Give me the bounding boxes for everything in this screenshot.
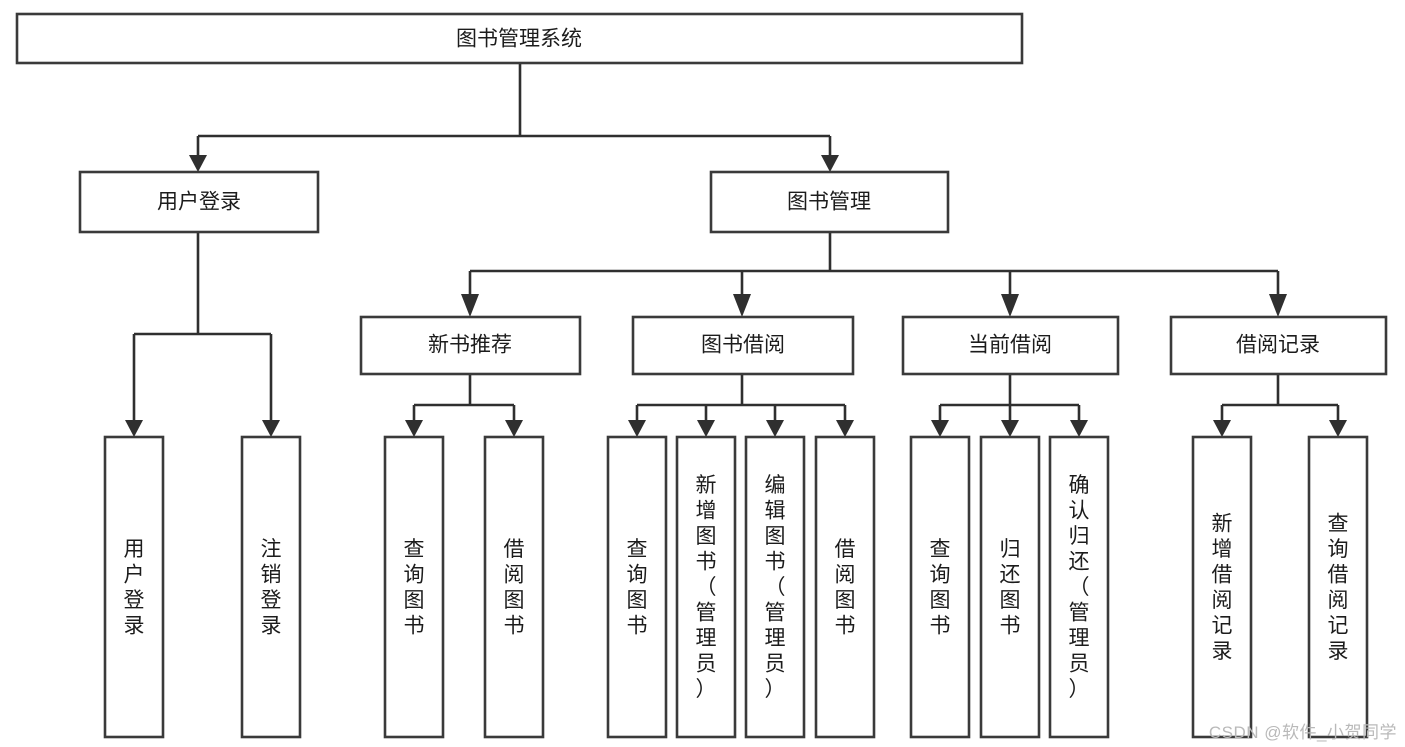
node-leaf-query-book-1-box[interactable] [383, 435, 445, 739]
node-leaf-user-login-box[interactable] [103, 435, 165, 739]
node-new-book-recommend-box[interactable] [359, 315, 582, 376]
arrow-leaf-borrow-book-1 [505, 420, 523, 437]
node-leaf-logout-login[interactable]: 注销登录 [240, 435, 302, 739]
node-borrow-record-label: 借阅记录 [1236, 334, 1320, 357]
node-leaf-add-record-label: 新增借阅记录 [1212, 512, 1233, 663]
node-leaf-confirm-return-label: 确认归还（管理员） [1069, 474, 1090, 701]
node-book-borrow-label: 图书借阅 [701, 334, 785, 357]
node-leaf-edit-book-box[interactable] [744, 435, 806, 739]
node-leaf-query-book-3-label: 查询图书 [930, 538, 951, 638]
node-leaf-borrow-book-2-box[interactable] [814, 435, 876, 739]
arrow-leaf-edit-book [766, 420, 784, 437]
node-book-manage[interactable]: 图书管理 [709, 170, 950, 234]
node-leaf-query-book-1-label: 查询图书 [404, 538, 425, 638]
arrow-leaf-borrow-book-2 [836, 420, 854, 437]
node-leaf-return-book-box[interactable] [979, 435, 1041, 739]
connector-layer [125, 63, 1347, 437]
node-leaf-query-book-3-box[interactable] [909, 435, 971, 739]
arrow-leaf-confirm-return [1070, 420, 1088, 437]
node-borrow-record-box[interactable] [1169, 315, 1388, 376]
arrow-leaf-add-record [1213, 420, 1231, 437]
arrow-leaf-query-record [1329, 420, 1347, 437]
arrow-to-book-manage [821, 155, 839, 172]
node-leaf-edit-book[interactable]: 编辑图书（管理员） [744, 435, 806, 739]
node-current-borrow-label: 当前借阅 [968, 334, 1052, 357]
arrow-to-user-login [189, 155, 207, 172]
arrow-leaf-add-book [697, 420, 715, 437]
node-leaf-edit-book-label: 编辑图书（管理员） [765, 474, 786, 701]
node-leaf-return-book-label: 归还图书 [1000, 538, 1021, 638]
node-book-borrow[interactable]: 图书借阅 [631, 315, 855, 376]
node-leaf-borrow-book-1-label: 借阅图书 [504, 538, 525, 638]
node-user-login-label: 用户登录 [157, 191, 241, 214]
arrow-leaf-query-book-3 [931, 420, 949, 437]
node-leaf-add-record[interactable]: 新增借阅记录 [1191, 435, 1253, 739]
node-leaf-add-book-label: 新增图书（管理员） [696, 474, 717, 701]
node-leaf-borrow-book-2-label: 借阅图书 [835, 538, 856, 638]
node-leaf-add-record-box[interactable] [1191, 435, 1253, 739]
node-current-borrow[interactable]: 当前借阅 [901, 315, 1120, 376]
node-leaf-query-record-box[interactable] [1307, 435, 1369, 739]
node-current-borrow-box[interactable] [901, 315, 1120, 376]
node-leaf-confirm-return-box[interactable] [1048, 435, 1110, 739]
node-book-manage-box[interactable] [709, 170, 950, 234]
arrow-to-new-book-recommend [461, 294, 479, 317]
arrow-to-borrow-record [1269, 294, 1287, 317]
node-root-box[interactable] [15, 12, 1024, 65]
node-leaf-query-book-2[interactable]: 查询图书 [606, 435, 668, 739]
node-book-manage-label: 图书管理 [787, 191, 871, 214]
node-book-borrow-box[interactable] [631, 315, 855, 376]
node-user-login-box[interactable] [78, 170, 320, 234]
node-leaf-logout-login-box[interactable] [240, 435, 302, 739]
node-leaf-add-book-box[interactable] [675, 435, 737, 739]
node-leaf-query-book-2-box[interactable] [606, 435, 668, 739]
node-borrow-record[interactable]: 借阅记录 [1169, 315, 1388, 376]
node-leaf-logout-login-label: 注销登录 [261, 538, 282, 638]
node-leaf-query-record-label: 查询借阅记录 [1328, 512, 1349, 663]
node-root-label: 图书管理系统 [456, 28, 582, 51]
arrow-leaf-query-book-1 [405, 420, 423, 437]
node-leaf-query-book-1[interactable]: 查询图书 [383, 435, 445, 739]
node-leaf-user-login-label: 用户登录 [124, 538, 145, 638]
node-leaf-borrow-book-1[interactable]: 借阅图书 [483, 435, 545, 739]
node-leaf-add-book[interactable]: 新增图书（管理员） [675, 435, 737, 739]
arrow-leaf-user-login [125, 420, 143, 437]
arrow-leaf-query-book-2 [628, 420, 646, 437]
arrow-to-book-borrow [733, 294, 751, 317]
node-root[interactable]: 图书管理系统 [15, 12, 1024, 65]
node-leaf-return-book[interactable]: 归还图书 [979, 435, 1041, 739]
node-user-login[interactable]: 用户登录 [78, 170, 320, 234]
node-new-book-recommend-label: 新书推荐 [428, 334, 512, 357]
node-leaf-query-record[interactable]: 查询借阅记录 [1307, 435, 1369, 739]
node-leaf-confirm-return[interactable]: 确认归还（管理员） [1048, 435, 1110, 739]
node-new-book-recommend[interactable]: 新书推荐 [359, 315, 582, 376]
node-leaf-query-book-2-label: 查询图书 [627, 538, 648, 638]
arrow-leaf-return-book [1001, 420, 1019, 437]
arrow-to-current-borrow [1001, 294, 1019, 317]
node-leaf-user-login[interactable]: 用户登录 [103, 435, 165, 739]
node-leaf-query-book-3[interactable]: 查询图书 [909, 435, 971, 739]
node-leaf-borrow-book-1-box[interactable] [483, 435, 545, 739]
arrow-leaf-logout-login [262, 420, 280, 437]
node-leaf-borrow-book-2[interactable]: 借阅图书 [814, 435, 876, 739]
